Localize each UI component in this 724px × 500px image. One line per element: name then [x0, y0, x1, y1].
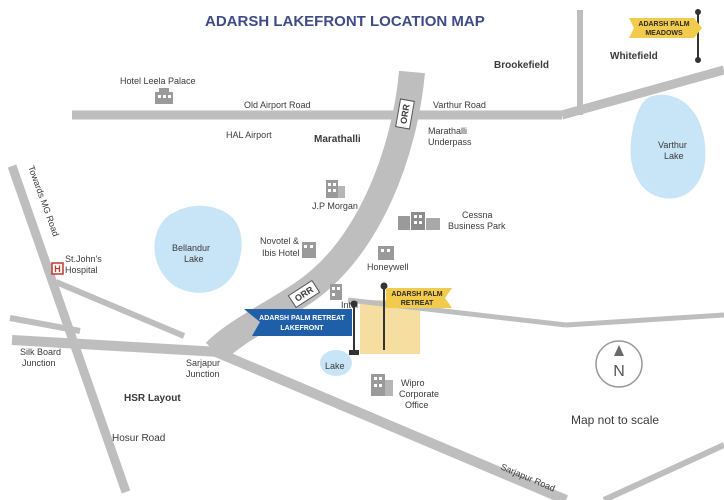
st-johns-label-2: Hospital: [65, 265, 98, 275]
wipro-label-2: Corporate: [399, 389, 439, 399]
varthur-lake-label-2: Lake: [664, 151, 684, 161]
marathalli-underpass-label-1: Marathalli: [428, 126, 467, 136]
novotel-label-2: Ibis Hotel: [262, 248, 300, 258]
east-road: [602, 442, 724, 500]
palm-retreat-label-1: ADARSH PALM: [391, 291, 442, 298]
sarjapur-junction-label-2: Junction: [186, 369, 220, 379]
hsr-layout-label: HSR Layout: [124, 393, 181, 404]
novotel-label-1: Novotel &: [260, 236, 299, 246]
hal-airport-label: HAL Airport: [226, 130, 272, 140]
varthur-lake: [630, 94, 706, 199]
hosur-road-label: Hosur Road: [112, 433, 165, 444]
st-johns-road: [54, 279, 186, 339]
orr-badge-north: ORR: [395, 98, 415, 130]
marathalli-label: Marathalli: [314, 134, 361, 145]
marathalli-underpass-label-2: Underpass: [428, 137, 472, 147]
wipro-label-1: Wipro: [401, 378, 425, 388]
sarjapur-road: [214, 347, 568, 500]
wipro-building-icon: [371, 374, 393, 396]
honeywell-building-icon: [378, 246, 394, 260]
silk-board-link: [9, 315, 81, 334]
orr-badge-south: ORR: [287, 279, 321, 309]
hosur-road: [11, 335, 221, 357]
intel-building-icon: [330, 284, 342, 300]
svg-text:H: H: [54, 264, 61, 274]
palm-retreat-flag: ADARSH PALM RETREAT: [380, 282, 452, 350]
bellandur-lake-label-1: Bellandur: [172, 243, 210, 253]
orr-road: [205, 70, 425, 362]
lakefront-flag: ADARSH PALM RETREAT LAKEFRONT: [244, 300, 359, 355]
whitefield-label: Whitefield: [610, 51, 658, 62]
small-lake-label: Lake: [325, 361, 345, 371]
cessna-label-1: Cessna: [462, 210, 493, 220]
silk-board-label-1: Silk Board: [20, 347, 61, 357]
honeywell-label: Honeywell: [367, 262, 409, 272]
varthur-road: [560, 65, 724, 120]
bellandur-lake: [154, 205, 242, 293]
brookefield-label: Brookefield: [494, 60, 549, 71]
small-lake: [320, 350, 352, 376]
scale-note: Map not to scale: [571, 413, 659, 427]
wipro-label-3: Office: [405, 400, 428, 410]
jp-morgan-building-icon: [326, 180, 345, 198]
map-title: ADARSH LAKEFRONT LOCATION MAP: [205, 13, 485, 30]
palm-meadows-label-1: ADARSH PALM: [638, 21, 689, 28]
novotel-building-icon: [302, 242, 316, 258]
road-network: [7, 10, 724, 500]
north-compass-icon: N: [595, 340, 643, 388]
hotel-icon: [155, 88, 173, 104]
right-connector-road: [565, 312, 724, 328]
palm-meadows-label-2: MEADOWS: [645, 30, 683, 37]
svg-text:ORR: ORR: [398, 103, 411, 125]
old-airport-road-label: Old Airport Road: [244, 100, 311, 110]
cessna-building-icon: [398, 212, 440, 230]
varthur-lake-label-1: Varthur: [658, 140, 687, 150]
bellandur-lake-label-2: Lake: [184, 254, 204, 264]
hospital-icon: H: [51, 262, 64, 275]
intel-label: Intel: [341, 300, 358, 310]
sarjapur-junction-label-1: Sarjapur: [186, 358, 220, 368]
lakefront-label-1: ADARSH PALM RETREAT: [259, 315, 345, 322]
hotel-leela-label: Hotel Leela Palace: [120, 76, 196, 86]
palm-retreat-label-2: RETREAT: [401, 300, 434, 307]
palm-meadows-flag: ADARSH PALM MEADOWS: [629, 9, 702, 63]
lakefront-label-2: LAKEFRONT: [280, 325, 324, 332]
compass-north-label: N: [613, 363, 625, 380]
jp-morgan-label: J.P Morgan: [312, 201, 358, 211]
varthur-road-label: Varthur Road: [433, 100, 486, 110]
silk-board-label-2: Junction: [22, 358, 56, 368]
cessna-label-2: Business Park: [448, 221, 506, 231]
st-johns-label-1: St.John's: [65, 254, 102, 264]
